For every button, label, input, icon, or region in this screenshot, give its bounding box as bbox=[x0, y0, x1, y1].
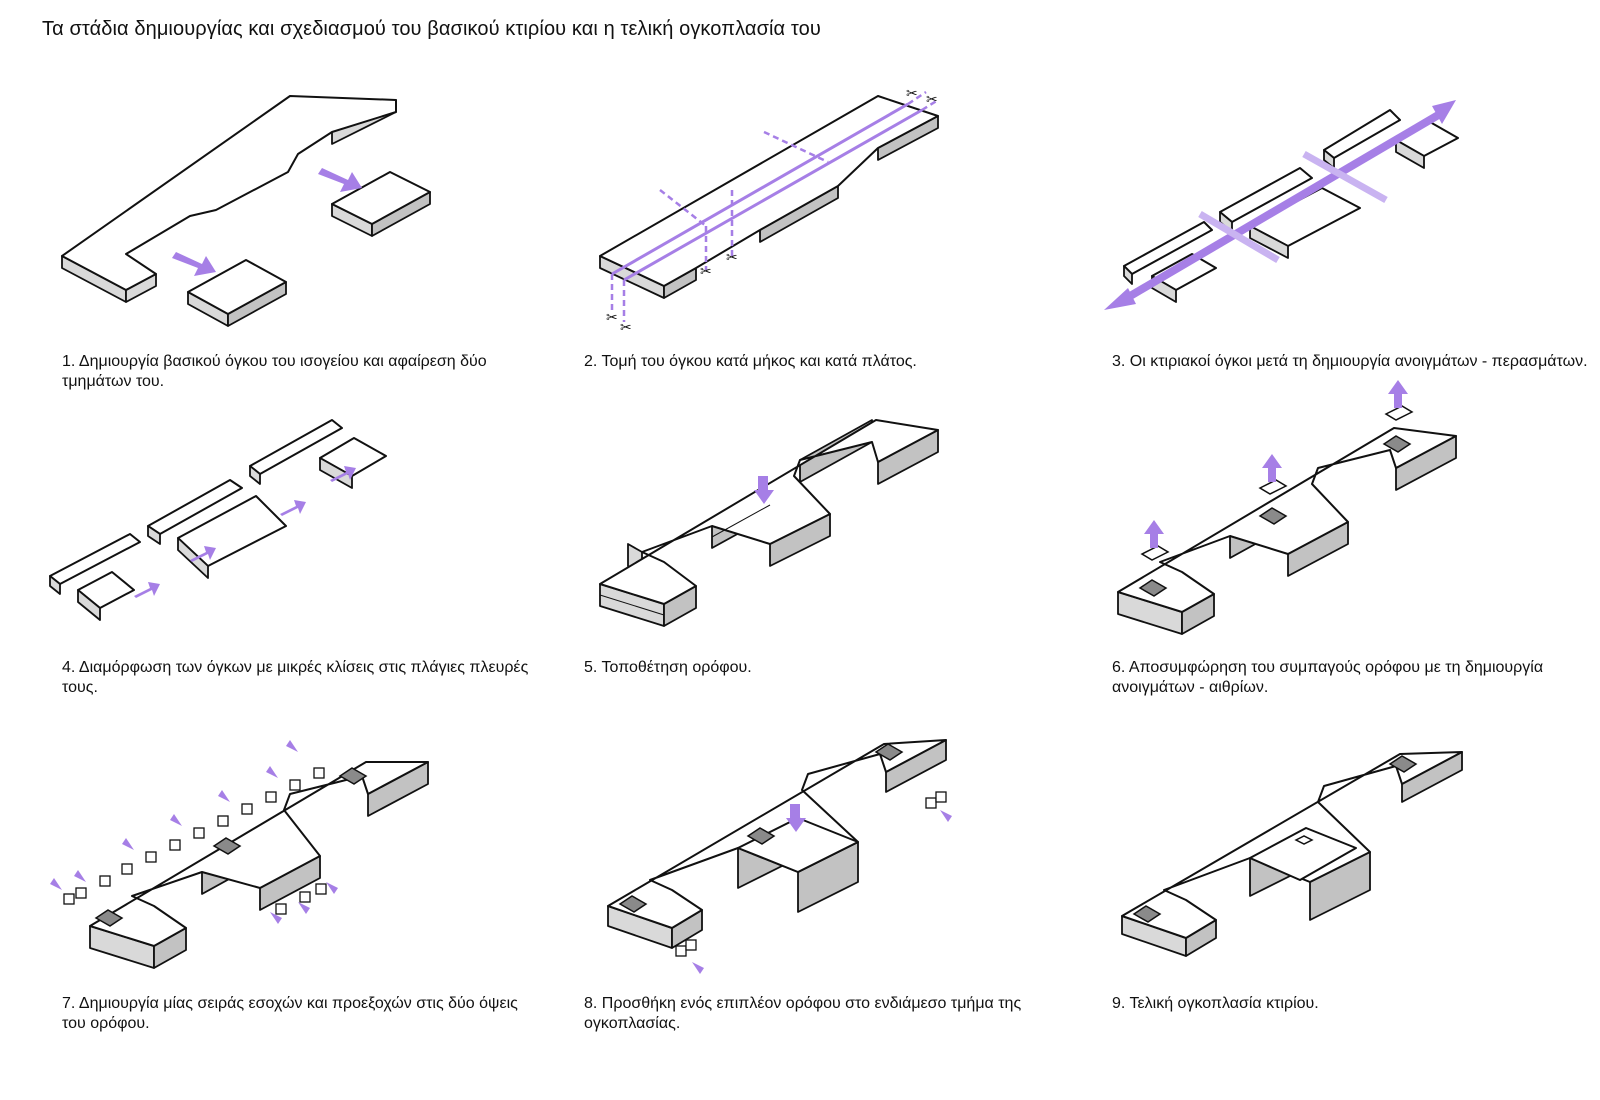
step-5-panel: 5. Τοποθέτηση ορόφου. bbox=[572, 376, 1092, 706]
step-8-panel: 8. Προσθήκη ενός επιπλέον ορόφου στο ενδ… bbox=[572, 712, 1092, 1042]
scissors-icon: ✂ bbox=[906, 86, 918, 102]
step-7-diagram bbox=[50, 740, 429, 969]
step-2-diagram: ✂ ✂ ✂ ✂ ✂ ✂ bbox=[599, 86, 939, 336]
scissors-icon: ✂ bbox=[726, 250, 738, 266]
arrow-icon bbox=[1302, 150, 1388, 204]
step-9-panel: 9. Τελική ογκοπλασία κτιρίου. bbox=[1100, 712, 1600, 1042]
step-9-diagram bbox=[1121, 751, 1463, 957]
step-5-caption: 5. Τοποθέτηση ορόφου. bbox=[584, 659, 752, 676]
arrow-icon bbox=[280, 500, 306, 516]
protrusion-boxes bbox=[675, 791, 947, 957]
step-1-caption: 1. Δημιουργία βασικού όγκου του ισογείου… bbox=[62, 353, 487, 390]
arrow-icon bbox=[754, 476, 774, 504]
step-9-caption: 9. Τελική ογκοπλασία κτιρίου. bbox=[1112, 995, 1319, 1012]
arrow-icon bbox=[692, 810, 952, 974]
step-7-caption: 7. Δημιουργία μίας σειράς εσοχών και προ… bbox=[62, 995, 518, 1032]
scissors-icon: ✂ bbox=[620, 320, 632, 336]
arrow-icon bbox=[786, 804, 806, 832]
scissors-icon: ✂ bbox=[926, 92, 938, 108]
arrow-icon bbox=[1144, 520, 1164, 548]
arrow-icon bbox=[1388, 380, 1408, 408]
step-1-panel: 1. Δημιουργία βασικού όγκου του ισογείου… bbox=[50, 70, 570, 400]
scissors-icon: ✂ bbox=[606, 310, 618, 326]
arrow-icon bbox=[1104, 100, 1456, 310]
step-4-panel: 4. Διαμόρφωση των όγκων με μικρές κλίσει… bbox=[49, 376, 570, 706]
page-title: Τα στάδια δημιουργίας και σχεδιασμού του… bbox=[42, 18, 821, 40]
step-2-caption: 2. Τομή του όγκου κατά μήκος και κατά πλ… bbox=[584, 353, 917, 370]
step-3-panel: 3. Οι κτιριακοί όγκοι μετά τη δημιουργία… bbox=[1100, 70, 1600, 400]
step-8-diagram bbox=[607, 739, 952, 974]
step-4-diagram bbox=[49, 419, 387, 621]
step-1-diagram bbox=[61, 95, 431, 327]
step-7-panel: 7. Δημιουργία μίας σειράς εσοχών και προ… bbox=[50, 712, 570, 1042]
step-4-caption: 4. Διαμόρφωση των όγκων με μικρές κλίσει… bbox=[62, 659, 529, 696]
arrow-icon bbox=[134, 582, 160, 598]
step-2-panel: ✂ ✂ ✂ ✂ ✂ ✂ 2. Τομή του όγκου κατά μήκος… bbox=[572, 70, 1092, 400]
arrow-icon bbox=[318, 168, 362, 192]
protrusion-boxes bbox=[63, 767, 327, 915]
step-6-caption: 6. Αποσυμφώρηση του συμπαγούς ορόφου με … bbox=[1112, 659, 1544, 696]
step-8-caption: 8. Προσθήκη ενός επιπλέον ορόφου στο ενδ… bbox=[584, 995, 1022, 1032]
arrow-icon bbox=[330, 466, 356, 482]
step-6-panel: 6. Αποσυμφώρηση του συμπαγούς ορόφου με … bbox=[1100, 376, 1600, 706]
scissors-icon: ✂ bbox=[700, 264, 712, 280]
arrow-icon bbox=[1198, 210, 1280, 264]
arrow-icon bbox=[50, 740, 338, 924]
step-5-diagram bbox=[599, 419, 939, 627]
step-3-diagram bbox=[1104, 100, 1459, 310]
arrow-icon bbox=[172, 252, 216, 276]
step-3-caption: 3. Οι κτιριακοί όγκοι μετά τη δημιουργία… bbox=[1112, 353, 1588, 370]
arrow-icon bbox=[190, 546, 216, 562]
arrow-icon bbox=[1262, 454, 1282, 482]
step-6-diagram bbox=[1117, 380, 1457, 635]
